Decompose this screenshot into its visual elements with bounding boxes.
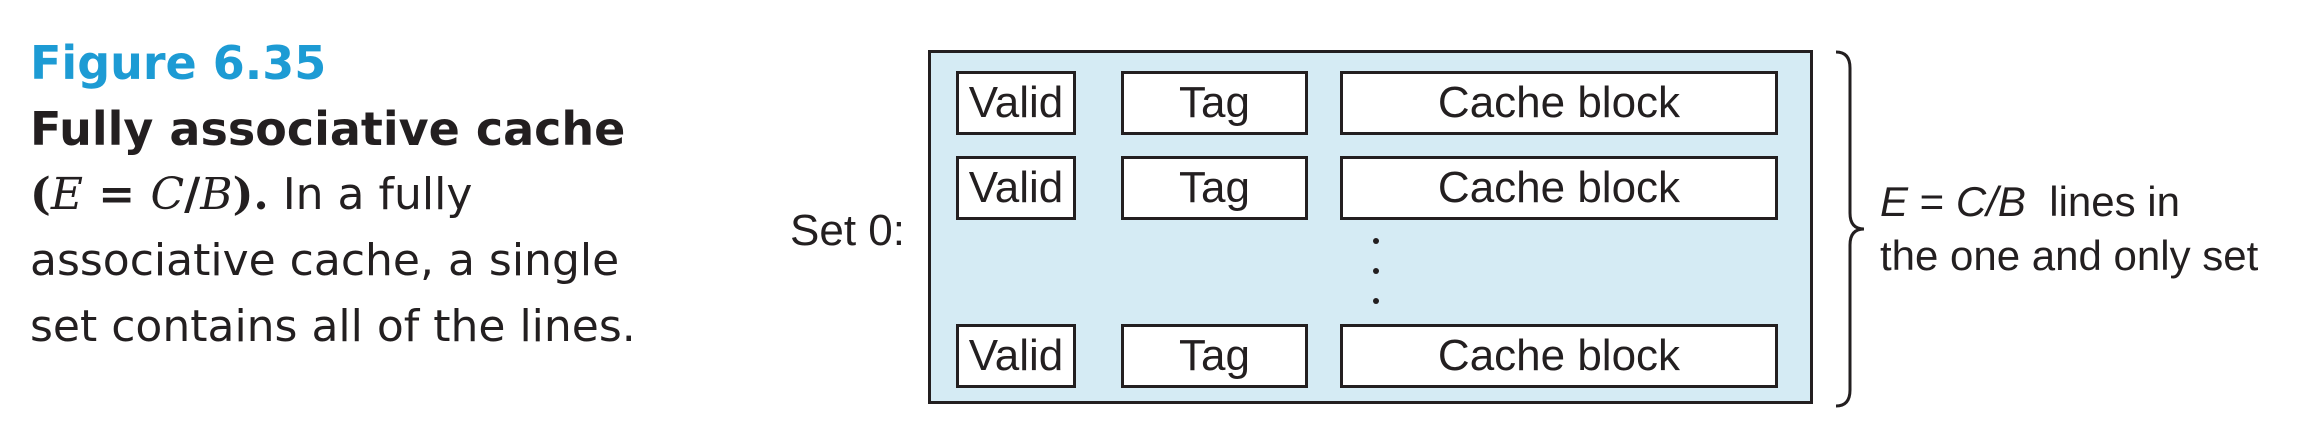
figure-title: Fully associative cache — [30, 102, 626, 156]
ellipsis-dot — [1373, 298, 1379, 304]
figure-label: Figure 6.35 — [30, 36, 327, 90]
annotation-line-1: E = C/B lines in — [1880, 178, 2180, 225]
caption-formula: (E = C/B). — [30, 169, 269, 220]
cache-set: Valid Tag Cache block Valid Tag Cache bl… — [928, 50, 1813, 404]
ellipsis-dot — [1373, 238, 1379, 244]
ellipsis-dot — [1373, 268, 1379, 274]
vertical-ellipsis-icon — [1373, 238, 1379, 308]
cache-block-cell: Cache block — [1340, 156, 1778, 220]
tag-cell: Tag — [1121, 324, 1308, 388]
tag-cell: Tag — [1121, 71, 1308, 135]
figure-caption: Figure 6.35 Fully associative cache (E =… — [30, 30, 670, 360]
valid-bit-cell: Valid — [956, 324, 1076, 388]
annotation-line-2: the one and only set — [1880, 232, 2259, 279]
valid-bit-cell: Valid — [956, 156, 1076, 220]
right-brace-icon — [1835, 50, 1865, 408]
tag-cell: Tag — [1121, 156, 1308, 220]
set-label: Set 0: — [790, 206, 905, 255]
valid-bit-cell: Valid — [956, 71, 1076, 135]
caption-body: In a fully associative cache, a single s… — [30, 169, 636, 352]
lines-annotation: E = C/B lines in the one and only set — [1880, 175, 2258, 283]
figure-description: (E = C/B). In a fully associative cache,… — [30, 162, 670, 360]
cache-block-cell: Cache block — [1340, 71, 1778, 135]
cache-block-cell: Cache block — [1340, 324, 1778, 388]
